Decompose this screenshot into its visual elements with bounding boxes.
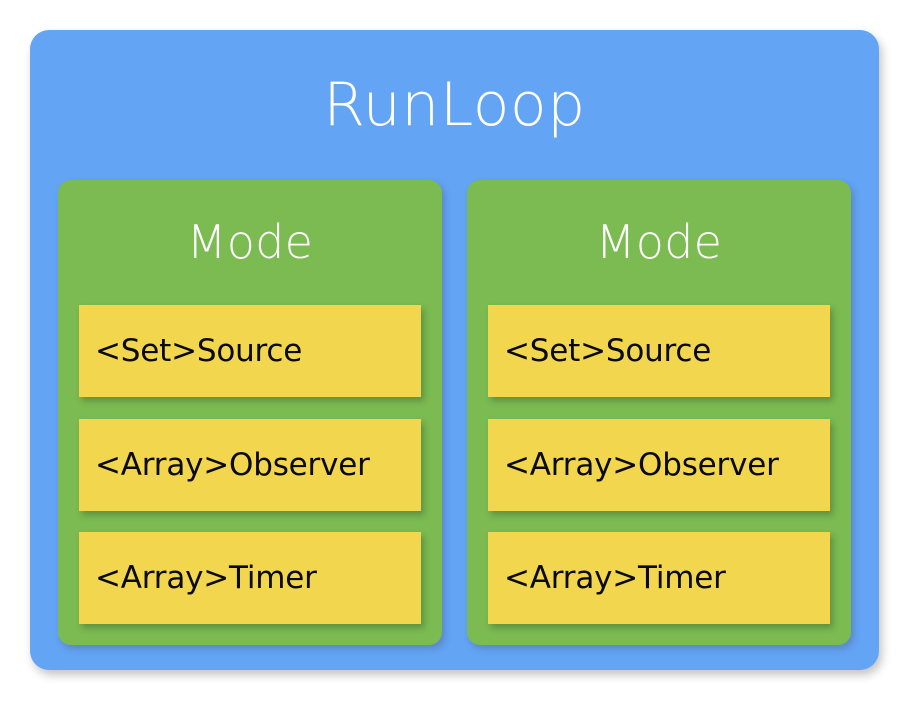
mode-title-1: Mode xyxy=(186,215,314,269)
runloop-container: RunLoop Mode <Set>Source <Array>Observer… xyxy=(30,30,879,670)
mode-box-1: Mode <Set>Source <Array>Observer <Array>… xyxy=(58,180,442,645)
mode-item-observer-1: <Array>Observer xyxy=(79,418,421,511)
modes-row: Mode <Set>Source <Array>Observer <Array>… xyxy=(58,180,851,645)
mode-item-timer-1: <Array>Timer xyxy=(79,532,421,624)
mode-items-2: <Set>Source <Array>Observer <Array>Timer xyxy=(488,305,830,624)
mode-item-source-2: <Set>Source xyxy=(488,305,830,397)
mode-title-2: Mode xyxy=(595,215,723,269)
mode-item-observer-2: <Array>Observer xyxy=(488,418,830,511)
mode-item-source-1: <Set>Source xyxy=(79,305,421,397)
mode-box-2: Mode <Set>Source <Array>Observer <Array>… xyxy=(467,180,851,645)
mode-item-timer-2: <Array>Timer xyxy=(488,532,830,624)
runloop-title: RunLoop xyxy=(323,70,586,140)
mode-items-1: <Set>Source <Array>Observer <Array>Timer xyxy=(79,305,421,624)
